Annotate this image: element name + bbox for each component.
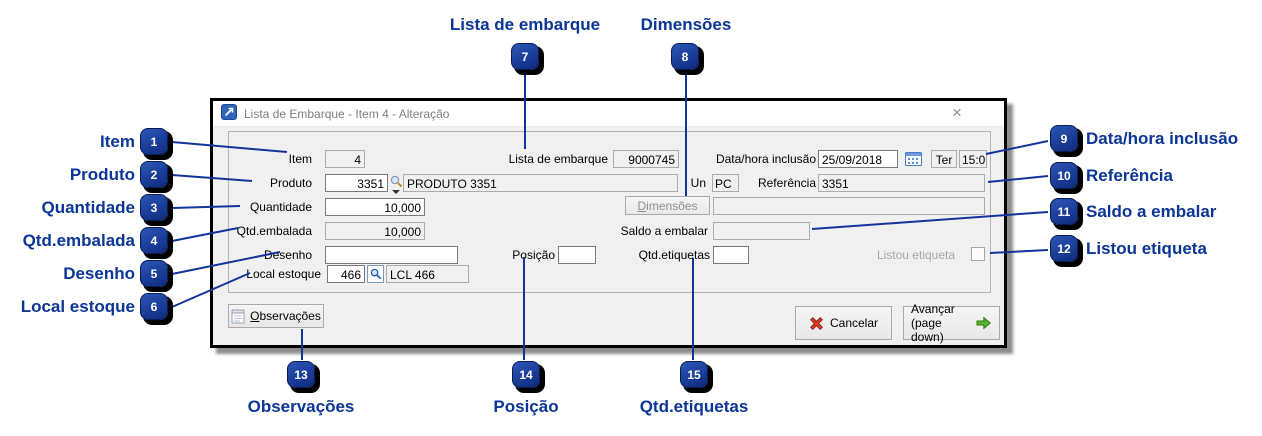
cancelar-button-label: Cancelar <box>829 316 879 330</box>
produto-descr-field: PRODUTO 3351 <box>403 174 678 192</box>
cancelar-button[interactable]: Cancelar <box>795 306 892 340</box>
un-field: PC <box>712 174 739 192</box>
callout-label-saldo-embalar: Saldo a embalar <box>1086 202 1217 221</box>
callout-badge-4: 4 <box>140 227 168 254</box>
close-icon[interactable]: × <box>952 103 962 122</box>
saldo-embalar-field <box>713 222 810 240</box>
dimensoes-field <box>713 197 985 215</box>
callout-badge-5: 5 <box>140 260 168 287</box>
produto-dropdown-icon[interactable] <box>392 190 400 194</box>
listou-etiqueta-checkbox[interactable] <box>971 247 985 261</box>
callout-label-qtd-embalada: Qtd.embalada <box>22 231 135 250</box>
callout-badge-2: 2 <box>140 161 168 188</box>
produto-code-field[interactable]: 3351 <box>325 174 388 192</box>
callout-badge-12: 12 <box>1050 235 1078 262</box>
local-estoque-search-button[interactable] <box>367 265 384 283</box>
callout-label-local-estoque: Local estoque <box>20 297 135 316</box>
quantidade-field[interactable]: 10,000 <box>325 198 425 216</box>
app-icon <box>221 104 237 123</box>
callout-label-quantidade: Quantidade <box>41 198 135 217</box>
callout-label-produto: Produto <box>69 165 135 184</box>
dialog-title: Lista de Embarque - Item 4 - Alteração <box>244 106 450 121</box>
dimensoes-button-label: Dimensões <box>637 198 698 213</box>
quantidade-label: Quantidade <box>249 200 312 214</box>
lista-embarque-field: 9000745 <box>613 150 679 168</box>
callout-label-desenho: Desenho <box>63 264 135 283</box>
weekday-field: Ter <box>931 150 957 168</box>
callout-badge-11: 11 <box>1050 198 1078 225</box>
callout-badge-8: 8 <box>671 43 699 70</box>
produto-search-icon[interactable] <box>390 175 403 191</box>
calendar-icon[interactable] <box>905 151 922 170</box>
dialog-lista-embarque: Lista de Embarque - Item 4 - Alteração ×… <box>210 98 1007 348</box>
callout-label-observacoes: Observações <box>247 397 355 416</box>
callout-badge-14: 14 <box>512 361 540 388</box>
posicao-field[interactable] <box>558 246 596 264</box>
callout-badge-6: 6 <box>140 293 168 320</box>
local-estoque-code-field[interactable]: 466 <box>327 265 365 283</box>
callout-label-data-hora: Data/hora inclusão <box>1086 129 1239 148</box>
notepad-icon <box>231 309 245 324</box>
qtd-embalada-field: 10,000 <box>325 222 425 240</box>
data-hora-label: Data/hora inclusão <box>715 152 816 166</box>
qtd-etiquetas-label: Qtd.etiquetas <box>638 248 710 262</box>
saldo-embalar-label: Saldo a embalar <box>620 224 708 238</box>
desenho-field[interactable] <box>325 246 458 264</box>
callout-badge-3: 3 <box>140 194 168 221</box>
callout-badge-13: 13 <box>287 361 315 388</box>
data-field[interactable]: 25/09/2018 <box>818 150 898 168</box>
item-label: Item <box>288 152 312 166</box>
avancar-button-label: Avançar (page down) <box>911 302 976 344</box>
callout-label-lista-embarque: Lista de embarque <box>449 15 601 34</box>
posicao-label: Posição <box>512 248 555 262</box>
callout-label-qtd-etiquetas: Qtd.etiquetas <box>639 397 749 416</box>
observacoes-button[interactable]: Observações <box>228 304 324 328</box>
callout-label-referencia: Referência <box>1086 166 1173 185</box>
local-estoque-search-icon <box>370 268 381 280</box>
time-field: 15:07 <box>959 150 987 168</box>
callout-badge-15: 15 <box>680 361 708 388</box>
callout-label-posicao: Posição <box>493 397 559 416</box>
dialog-titlebar[interactable]: Lista de Embarque - Item 4 - Alteração × <box>213 101 1004 127</box>
callout-label-dimensoes: Dimensões <box>640 15 732 34</box>
listou-etiqueta-label: Listou etiqueta <box>876 248 955 262</box>
local-estoque-label: Local estoque <box>246 267 321 281</box>
cancel-x-icon <box>809 316 823 330</box>
produto-label: Produto <box>269 176 312 190</box>
desenho-label: Desenho <box>263 248 312 262</box>
referencia-field: 3351 <box>818 174 985 192</box>
item-field: 4 <box>325 150 365 168</box>
avancar-line2: (page down) <box>911 316 944 344</box>
lista-embarque-label: Lista de embarque <box>508 152 608 166</box>
callout-label-item: Item <box>100 132 135 151</box>
forward-arrow-icon <box>976 316 992 330</box>
observacoes-button-label: Observações <box>250 309 321 323</box>
qtd-embalada-label: Qtd.embalada <box>236 224 312 238</box>
callout-badge-9: 9 <box>1050 125 1078 152</box>
referencia-label: Referência <box>757 176 816 190</box>
callout-badge-7: 7 <box>511 43 539 70</box>
dimensoes-button[interactable]: Dimensões <box>625 196 710 215</box>
callout-badge-1: 1 <box>140 128 168 155</box>
un-label: Un <box>690 176 706 190</box>
callout-label-listou-etiqueta: Listou etiqueta <box>1086 239 1207 258</box>
callout-badge-10: 10 <box>1050 162 1078 189</box>
avancar-line1: Avançar <box>911 302 955 316</box>
avancar-button[interactable]: Avançar (page down) <box>903 302 1000 344</box>
qtd-etiquetas-field[interactable] <box>713 246 749 264</box>
local-estoque-descr-field: LCL 466 <box>386 265 469 283</box>
